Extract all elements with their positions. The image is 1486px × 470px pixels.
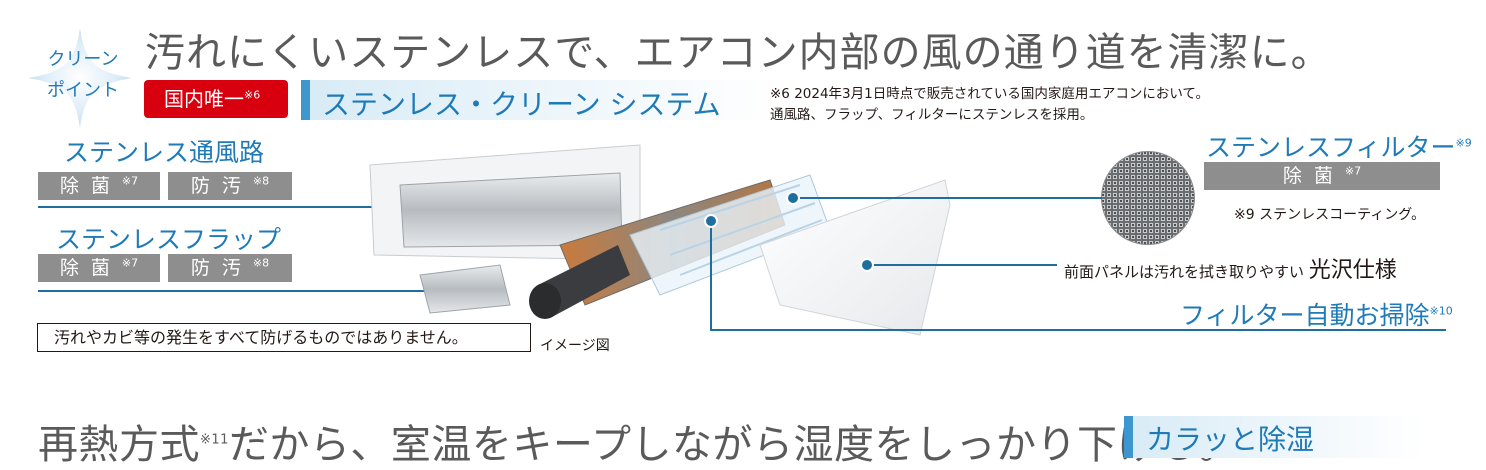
- filter-marker: [786, 191, 800, 205]
- airway-tag1-mark: ※7: [121, 174, 139, 188]
- flap-sterilize-tag: 除菌※7: [38, 254, 160, 282]
- airway-tag1-text: 除菌: [59, 175, 122, 197]
- headline2-part1: 再熱方式: [38, 422, 200, 468]
- headline-stainless: 汚れにくいステンレスで、エアコン内部の風の通り道を清潔に。: [145, 30, 1332, 76]
- sparkle-icon: [28, 28, 132, 128]
- headline2-part2: だから、室温をキープしながら湿度をしっかり下げる。: [228, 422, 1240, 468]
- flap-antifouling-tag: 防汚※8: [168, 254, 292, 282]
- footnote-9: ※9 ステンレスコーティング。: [1234, 207, 1426, 223]
- system-band: [301, 80, 781, 120]
- filter-leader-line: [792, 197, 1102, 199]
- flap-leader-line: [38, 290, 473, 292]
- unique-label: 国内唯一: [164, 87, 244, 111]
- filter-tag1-text: 除菌: [1282, 165, 1345, 187]
- auto-clean-leader-horizontal: [710, 329, 1446, 331]
- auto-clean-label: フィルター自動お掃除※10: [1180, 296, 1453, 332]
- flap-tag2-mark: ※8: [252, 256, 270, 270]
- badge-line2: ポイント: [47, 80, 119, 101]
- airway-title: ステンレス通風路: [64, 138, 265, 167]
- dry-band-accent: [1124, 416, 1133, 458]
- auto-clean-text: フィルター自動お掃除: [1180, 301, 1430, 330]
- domestic-unique-badge: 国内唯一※6: [144, 80, 288, 118]
- flap-tag2-text: 防汚: [190, 257, 253, 279]
- airway-antifouling-tag: 防汚※8: [168, 172, 292, 200]
- filter-title-text: ステンレスフィルター: [1206, 133, 1456, 162]
- dry-label: カラッと除湿: [1146, 423, 1315, 456]
- filter-sterilize-tag: 除菌※7: [1204, 162, 1440, 190]
- auto-clean-leader-vertical: [710, 220, 712, 330]
- front-panel-desc: 前面パネルは汚れを拭き取りやすい: [1064, 263, 1305, 281]
- stainless-mesh-icon: [1101, 151, 1195, 245]
- front-panel-leader-line: [867, 264, 1057, 266]
- front-panel-name: 光沢仕様: [1308, 258, 1397, 283]
- flap-title: ステンレスフラップ: [56, 225, 282, 254]
- flap-tag1-text: 除菌: [59, 257, 122, 279]
- badge-line1: クリーン: [47, 49, 119, 70]
- airway-leader-line: [38, 206, 523, 208]
- airway-sterilize-tag: 除菌※7: [38, 172, 160, 200]
- filter-title: ステンレスフィルター※9: [1206, 128, 1472, 164]
- system-band-accent: [301, 80, 310, 120]
- footnote-6-line2: 通風路、フラップ、フィルターにステンレスを採用。: [770, 107, 1094, 123]
- dry-band: [1124, 416, 1424, 458]
- flap-tag1-mark: ※7: [121, 256, 139, 270]
- front-panel-marker: [860, 258, 874, 272]
- image-caption: イメージ図: [540, 338, 610, 354]
- airway-tag2-mark: ※8: [252, 174, 270, 188]
- front-panel-text: 前面パネルは汚れを拭き取りやすい 光沢仕様: [1064, 252, 1397, 284]
- aircon-illustration: [369, 144, 951, 336]
- headline-reheat: 再熱方式※11だから、室温をキープしながら湿度をしっかり下げる。: [38, 412, 1239, 470]
- disclaimer-box: 汚れやカビ等の発生をすべて防げるものではありません。: [37, 323, 531, 352]
- auto-clean-marker: [704, 214, 718, 228]
- clean-point-badge: クリーン ポイント: [38, 44, 128, 106]
- footnote-6-line1: ※6 2024年3月1日時点で販売されている国内家庭用エアコンにおいて。: [770, 86, 1210, 102]
- unique-mark: ※6: [244, 88, 261, 102]
- airway-tag2-text: 防汚: [190, 175, 253, 197]
- footnote-6: ※6 2024年3月1日時点で販売されている国内家庭用エアコンにおいて。 通風路…: [770, 84, 1209, 126]
- filter-title-mark: ※9: [1455, 136, 1472, 150]
- auto-clean-mark: ※10: [1429, 304, 1453, 318]
- filter-tag1-mark: ※7: [1344, 164, 1362, 178]
- headline2-mark: ※11: [200, 432, 229, 448]
- system-name: ステンレス・クリーン システム: [322, 88, 721, 121]
